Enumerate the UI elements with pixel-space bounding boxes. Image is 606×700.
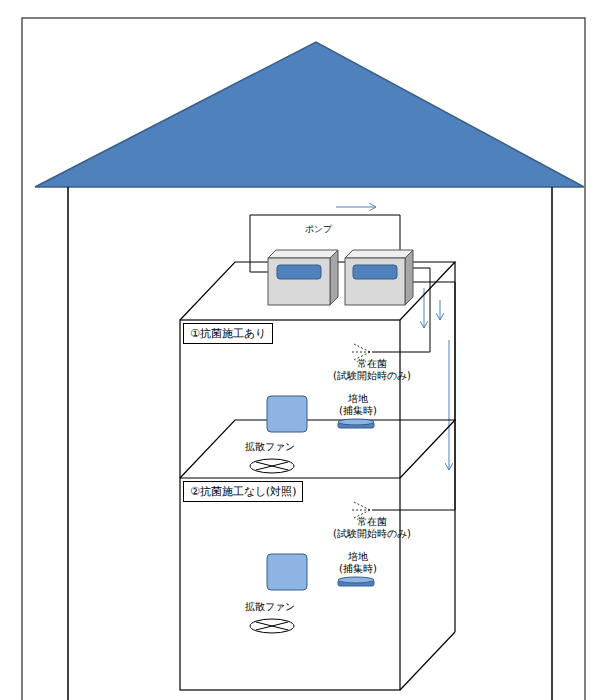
fan-label: 拡散ファン (245, 601, 295, 613)
bacteria-label: 常在菌 (試験開始時のみ) (333, 516, 411, 540)
fan-label: 拡散ファン (245, 441, 295, 453)
condition-title: ②抗菌施工なし(対照) (190, 485, 296, 498)
condition-title: ①抗菌施工あり (190, 327, 266, 340)
pump-label: ポンプ (305, 224, 332, 235)
medium-label: 培地 (捕集時) (339, 393, 377, 417)
medium-label: 培地 (捕集時) (339, 551, 377, 575)
bacteria-label: 常在菌 (試験開始時のみ) (333, 358, 411, 382)
condition-box: ②抗菌施工なし(対照) (183, 481, 303, 502)
condition-box: ①抗菌施工あり (183, 323, 273, 344)
